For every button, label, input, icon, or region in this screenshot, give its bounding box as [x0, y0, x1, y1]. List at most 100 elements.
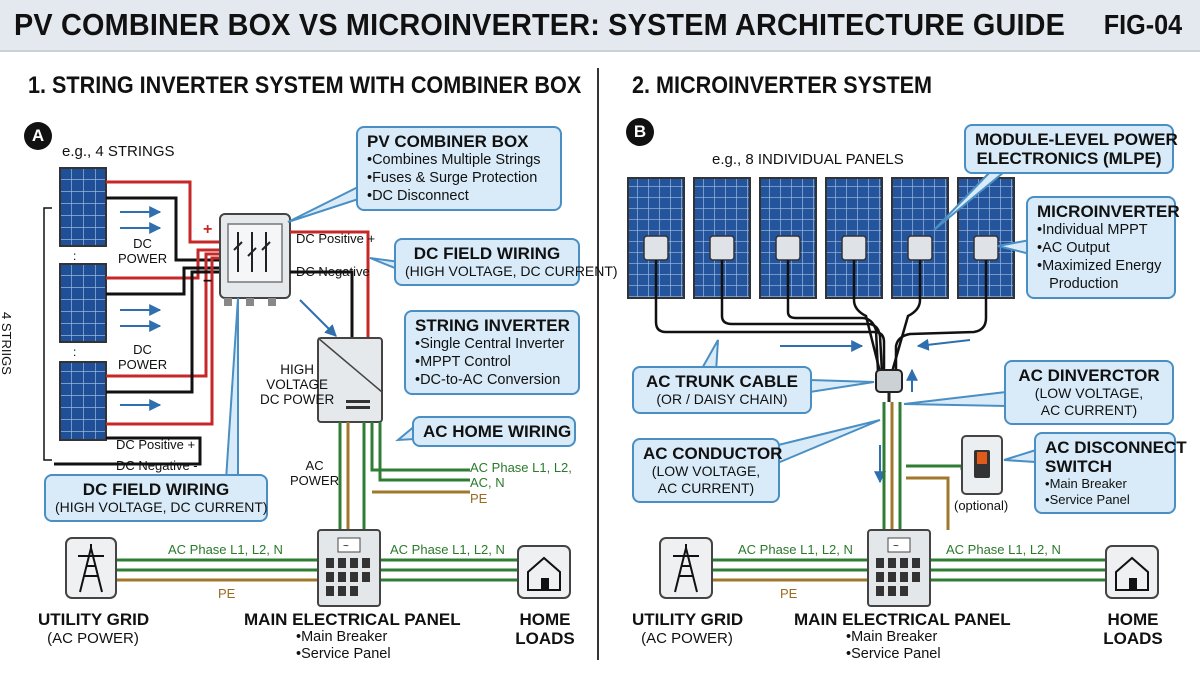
string-inverter-callout: STRING INVERTER Single Central Inverter …	[404, 310, 580, 395]
dc-field-wiring-callout: DC FIELD WIRING (HIGH VOLTAGE, DC CURREN…	[44, 474, 268, 522]
high-voltage-label: HIGH VOLTAGE DC POWER	[260, 362, 335, 407]
dc-positive-label: DC Positive +	[296, 231, 376, 246]
left-section-title: 1. STRING INVERTER SYSTEM WITH COMBINER …	[28, 72, 582, 99]
callout-item: DC-to-AC Conversion	[415, 371, 569, 389]
home-loads-icon	[1105, 545, 1159, 599]
utility-grid-icon	[659, 537, 713, 599]
plus-sign: +	[203, 221, 213, 238]
solar-panel	[59, 361, 107, 441]
callout-item: Combines Multiple Strings	[367, 151, 551, 169]
ac-phase-label: AC Phase L1, L2, N	[390, 542, 505, 557]
right-solar-panels	[627, 177, 1015, 299]
callout-title: AC DISCONNECT SWITCH	[1045, 438, 1187, 476]
callout-subtitle: (LOW VOLTAGE, AC CURRENT)	[1034, 385, 1144, 418]
mlpe-callout: MODULE-LEVEL POWER ELECTRONICS (MLPE)	[964, 124, 1178, 174]
utility-grid-label: UTILITY GRID (AC POWER)	[38, 610, 150, 647]
utility-grid-icon	[65, 537, 117, 599]
pe-label: PE	[780, 586, 798, 601]
figure-label: FIG-04	[1103, 9, 1182, 40]
callout-item: Main Breaker	[1045, 476, 1165, 492]
home-loads-icon	[517, 545, 571, 599]
combiner-box-callout: PV COMBINER BOX Combines Multiple String…	[356, 126, 562, 211]
badge-b: B	[626, 118, 654, 146]
right-ac-bus	[712, 558, 1106, 582]
callout-subtitle: (LOW VOLTAGE, AC CURRENT)	[651, 463, 761, 496]
ac-phase-label: AC Phase L1, L2, N	[168, 542, 283, 557]
ac-power-label: AC POWER	[290, 458, 340, 488]
callout-subtitle: (OR / DAISY CHAIN)	[656, 391, 788, 407]
strings-note: e.g., 4 STRINGS	[62, 143, 175, 160]
dc-negative-label: DC Negative -	[116, 458, 198, 473]
left-ac-bus	[116, 558, 518, 582]
callout-title: DC FIELD WIRING	[82, 480, 230, 499]
ac-phase-label: AC Phase L1, L2, N	[738, 542, 853, 557]
callout-title: PV COMBINER BOX	[367, 132, 529, 151]
callout-title: DC FIELD WIRING	[413, 244, 561, 263]
pe-label: PE	[218, 586, 236, 601]
home-loads-label: HOME LOADS	[1103, 610, 1163, 648]
combiner-to-inverter-wiring	[290, 230, 370, 338]
dc-negative-label: DC Negative	[296, 264, 370, 279]
ac-conductor-callout: AC CONDUCTOR (LOW VOLTAGE, AC CURRENT)	[632, 438, 783, 503]
callout-title: MODULE-LEVEL POWER ELECTRONICS (MLPE)	[975, 130, 1178, 168]
utility-grid-label: UTILITY GRID (AC POWER)	[632, 610, 744, 647]
callout-item: Fuses & Surge Protection	[367, 169, 551, 187]
callout-item: AC Output	[1037, 239, 1165, 257]
left-solar-panels	[59, 167, 107, 441]
callout-title: STRING INVERTER	[415, 316, 570, 335]
right-ac-conductors	[882, 402, 964, 530]
dc-power-label: DC POWER	[118, 236, 168, 266]
main-panel-items: Main Breaker Service Panel	[846, 629, 940, 663]
callout-item: DC Disconnect	[367, 187, 551, 205]
solar-panel	[59, 167, 107, 247]
callout-title: MICROINVERTER	[1037, 202, 1180, 221]
dc-power-label: DC POWER	[118, 342, 168, 372]
microinverter-units	[643, 235, 999, 261]
pe-label: PE	[470, 491, 488, 506]
badge-a: A	[24, 122, 52, 150]
solar-panel	[59, 263, 107, 343]
home-loads-label: HOME LOADS	[515, 610, 575, 648]
dc-positive-label: DC Positive +	[116, 437, 196, 452]
ac-trunk-cables	[654, 260, 988, 373]
callout-title: AC DINVERCTOR	[1018, 366, 1160, 385]
strings-vertical-label: 4 STRIIGS	[0, 312, 14, 375]
string-inverter	[317, 337, 383, 423]
right-flow-arrows	[780, 338, 971, 484]
ac-dinverctor-callout: AC DINVERCTOR (LOW VOLTAGE, AC CURRENT)	[1004, 360, 1174, 425]
callout-subtitle: (HIGH VOLTAGE, DC CURRENT)	[405, 263, 618, 279]
optional-label: (optional)	[954, 498, 1009, 513]
right-section-title: 2. MICROINVERTER SYSTEM	[632, 72, 933, 99]
inverter-to-panel-wiring	[338, 422, 470, 530]
callout-subtitle: (HIGH VOLTAGE, DC CURRENT)	[55, 499, 268, 515]
callout-item: MPPT Control	[415, 353, 569, 371]
callout-item: Individual MPPT	[1037, 221, 1165, 239]
callout-item: Service Panel	[1045, 492, 1165, 508]
title-bar: PV COMBINER BOX VS MICROINVERTER: SYSTEM…	[0, 0, 1200, 52]
main-panel-items: Main Breaker Service Panel	[296, 629, 390, 663]
main-panel-label: MAIN ELECTRICAL PANEL	[794, 610, 1011, 629]
dc-field-wiring-callout: DC FIELD WIRING (HIGH VOLTAGE, DC CURREN…	[394, 238, 618, 286]
ac-disconnect-switch-icon	[961, 435, 1003, 495]
callout-item: Maximized Energy Production	[1037, 257, 1165, 293]
svg-text:~: ~	[893, 541, 899, 552]
svg-text::: :	[73, 345, 76, 359]
main-panel-label: MAIN ELECTRICAL PANEL	[244, 610, 461, 629]
main-electrical-panel-icon: ~	[867, 529, 931, 607]
ac-disconnect-callout: AC DISCONNECT SWITCH Main Breaker Servic…	[1034, 432, 1187, 514]
strings-bracket	[43, 207, 52, 461]
panels-note: e.g., 8 INDIVIDUAL PANELS	[712, 151, 904, 168]
page-title: PV COMBINER BOX VS MICROINVERTER: SYSTEM…	[14, 7, 1066, 42]
microinverter-callout: MICROINVERTER Individual MPPT AC Output …	[1026, 196, 1180, 299]
svg-text::: :	[73, 249, 76, 263]
callout-title: AC CONDUCTOR	[643, 444, 783, 463]
callout-title: AC HOME WIRING	[423, 422, 572, 441]
callout-title: AC TRUNK CABLE	[645, 372, 799, 391]
ac-phase-label: AC Phase L1, L2, N	[946, 542, 1061, 557]
combiner-box	[219, 213, 291, 306]
left-flow-arrows	[120, 206, 337, 411]
main-electrical-panel-icon: ~	[317, 529, 381, 607]
callout-item: Single Central Inverter	[415, 335, 569, 353]
